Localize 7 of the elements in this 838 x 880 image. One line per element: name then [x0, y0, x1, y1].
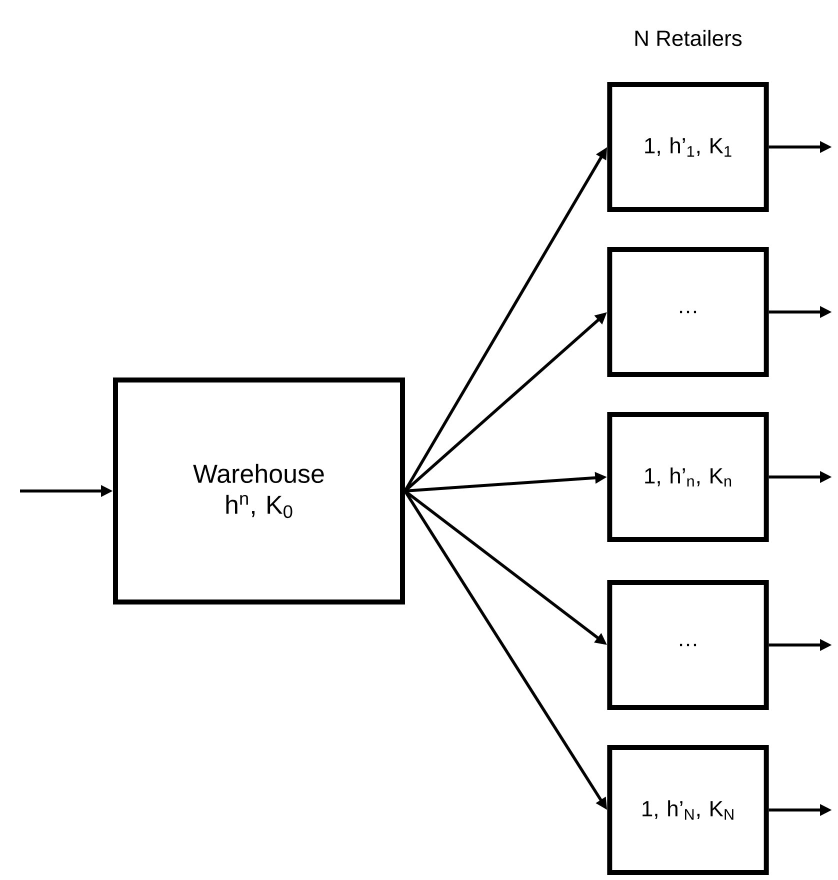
- warehouse-box: Warehouse h$^{n}$, K$_{0}$: [113, 378, 405, 604]
- heading: N Retailers: [635, 30, 742, 46]
- retailer-box: …: [607, 580, 769, 710]
- retailer-box: 1, h’$_{1}$, K$_{1}$: [607, 82, 769, 212]
- retailer-box: …: [607, 247, 769, 377]
- retailer-box: 1, h’$_{N}$, K$_{N}$: [607, 745, 769, 875]
- retailer-box: 1, h’$_{n}$, K$_{n}$: [607, 412, 769, 542]
